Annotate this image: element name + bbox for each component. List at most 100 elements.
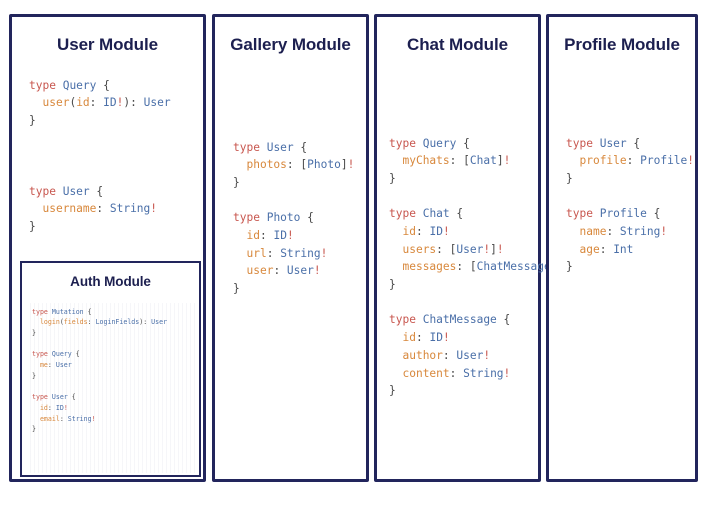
code-line: type User { [566,137,640,150]
code-token-field: myChats [402,154,450,168]
code-token-punc: } [566,171,573,185]
code-token-field: content [402,366,450,380]
code-token-field: user [246,264,274,278]
code-token-punc: ( [69,96,77,110]
code-token-sp [233,264,246,277]
code-block-gallery-module: type User { photos: [Photo]! } type Phot… [233,139,366,298]
code-line: id: ID! [32,404,68,412]
code-line: } [389,172,396,185]
code-blank-line [29,147,203,165]
code-token-field: id [402,331,416,345]
panel-profile-module[interactable]: Profile Module type User { profile: Prof… [546,14,698,482]
code-token-sp [389,243,402,256]
code-token-type: String [463,366,504,380]
code-token-field: author [402,348,443,362]
code-token-sp [260,141,267,154]
code-block-profile-module: type User { profile: Profile! } type Pro… [566,135,695,277]
code-line: profile: Profile! [566,154,694,167]
code-token-field: age [579,242,600,256]
code-token-punc: ] [496,154,504,168]
code-token-punc: : [ [286,158,308,172]
code-token-type: ID [429,331,443,345]
code-line: username: String! [29,202,157,215]
code-token-bang: ! [483,242,491,256]
code-token-sp [416,137,423,150]
code-token-sp [389,154,402,167]
code-token-punc: { [96,184,104,198]
code-token-punc: } [32,329,36,338]
code-token-kw: type [566,207,593,221]
code-token-punc: : [415,225,430,239]
code-token-bang: ! [442,331,450,345]
code-token-type: ChatMessage [422,313,497,327]
code-token-bang: ! [442,225,450,239]
code-token-punc: { [503,313,511,327]
code-blank-line [233,192,366,210]
code-line: type User { [32,393,76,401]
code-token-punc: { [456,207,464,221]
code-token-kw: type [32,307,48,316]
panel-body-gallery-module: type User { photos: [Photo]! } type Phot… [215,55,366,297]
code-blank-line [389,188,538,206]
code-token-punc: { [103,78,110,92]
code-token-sp [56,79,63,92]
code-token-type: Photo [266,211,301,225]
code-token-bang: ! [116,96,124,110]
code-token-type: ID [429,225,443,239]
code-blank-line [389,294,538,312]
code-token-type: Query [422,136,457,150]
code-token-punc: : [626,154,641,168]
code-token-sp [593,207,600,220]
code-token-kw: type [32,350,48,359]
code-line: email: String! [32,415,96,423]
code-token-bang: ! [496,242,504,256]
code-line: } [29,114,36,127]
panel-chat-module[interactable]: Chat Module type Query { myChats: [Chat]… [374,14,564,482]
code-token-field: fields [63,318,88,327]
code-token-sp [647,207,654,220]
code-token-type: User [55,361,72,370]
code-token-sp [233,229,246,242]
code-token-sp [416,313,423,326]
code-token-punc: ( [59,318,64,327]
code-token-sp [233,247,246,260]
code-token-punc: { [307,211,314,225]
code-token-kw: type [233,211,260,225]
code-token-field: id [39,403,48,412]
code-token-punc: : [442,348,457,362]
code-token-punc: ): [139,318,152,327]
code-line: users: [User!]! [389,242,504,256]
code-token-sp [566,243,579,256]
code-token-bang: ! [483,348,491,362]
code-token-bang: ! [63,403,68,412]
code-token-punc: { [75,350,80,359]
code-line: } [233,282,240,295]
panel-user-module[interactable]: User Module type Query { user(id: ID!): … [9,14,206,482]
panel-auth-module[interactable]: Auth Module type Mutation { login(fields… [20,261,201,477]
code-token-sp [233,158,246,171]
panel-title-gallery-module: Gallery Module [230,35,351,54]
code-line: name: String! [566,225,667,238]
code-line: id: ID! [389,331,450,345]
code-token-type: User [266,140,294,154]
code-token-kw: type [233,140,260,154]
code-blank-line [29,165,203,183]
code-line: content: String! [389,367,510,380]
code-token-type: ID [55,403,64,412]
code-line: type Profile { [566,207,660,220]
code-line: } [566,172,573,185]
code-token-kw: type [566,136,593,150]
code-line: type Query { [389,137,470,150]
code-token-sp [389,260,402,273]
code-token-punc: { [71,393,76,402]
code-token-punc: : [ [449,154,470,168]
code-token-punc: } [233,282,240,296]
code-token-bang: ! [150,202,158,216]
code-token-punc: { [463,136,470,150]
code-token-type: Chat [422,207,450,221]
code-token-type: LoginFields [95,318,140,327]
panel-gallery-module[interactable]: Gallery Module type User { photos: [Phot… [212,14,369,482]
code-line: } [29,220,36,233]
code-token-punc: : [87,318,96,327]
code-token-field: me [39,361,48,370]
